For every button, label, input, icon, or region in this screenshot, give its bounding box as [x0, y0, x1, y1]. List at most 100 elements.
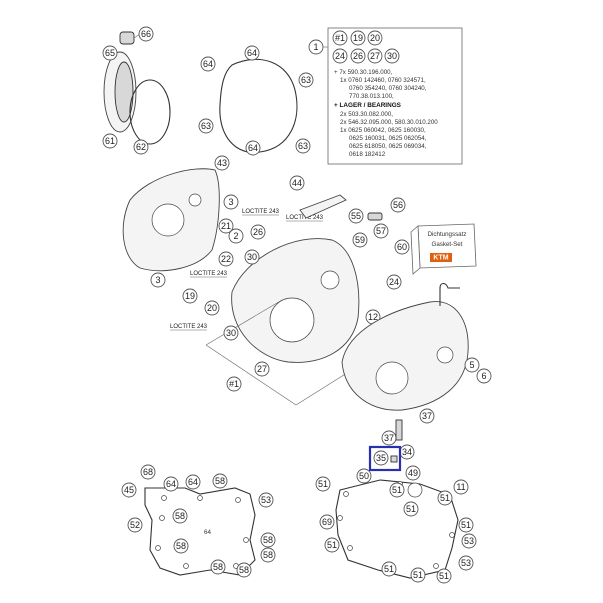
callout-51-a[interactable]: 51 — [315, 476, 331, 492]
callout-68[interactable]: 68 — [140, 464, 156, 480]
highlight-box — [368, 445, 402, 472]
svg-text:5: 5 — [469, 360, 474, 370]
bottom-right-gasket-group: 50 49 51 51 51 11 51 69 51 53 51 51 51 5… — [315, 465, 477, 584]
callout-69[interactable]: 69 — [319, 514, 335, 530]
info-callout-19[interactable]: 19 — [350, 30, 366, 46]
callout-61[interactable]: 61 — [102, 133, 118, 149]
svg-text:#1: #1 — [335, 33, 345, 43]
callout-30-a[interactable]: 30 — [244, 249, 260, 265]
callout-53-a[interactable]: 53 — [258, 492, 274, 508]
svg-text:62: 62 — [136, 142, 146, 152]
callout-30-b[interactable]: 30 — [223, 325, 239, 341]
callout-51-e[interactable]: 51 — [458, 517, 474, 533]
callout-58-f[interactable]: 58 — [210, 559, 226, 575]
callout-34[interactable]: 34 — [399, 444, 415, 460]
callout-58-e[interactable]: 58 — [260, 547, 276, 563]
callout-56[interactable]: 56 — [390, 197, 406, 213]
callout-64-c[interactable]: 64 — [245, 140, 261, 156]
callout-59[interactable]: 59 — [352, 232, 368, 248]
callout-37-a[interactable]: 37 — [419, 408, 435, 424]
callout-51-i[interactable]: 51 — [436, 568, 452, 584]
svg-text:51: 51 — [439, 571, 449, 581]
callout-66[interactable]: 66 — [138, 26, 154, 42]
callout-63-c[interactable]: 63 — [295, 138, 311, 154]
callout-58-a[interactable]: 58 — [212, 473, 228, 489]
clutch-cover-gasket[interactable] — [129, 79, 171, 145]
callout-3-b[interactable]: 3 — [150, 272, 166, 288]
callout-63-a[interactable]: 63 — [298, 72, 314, 88]
callout-53-c[interactable]: 53 — [458, 555, 474, 571]
info-callout-24[interactable]: 24 — [332, 48, 348, 64]
callout-37-b[interactable]: 37 — [381, 430, 397, 446]
highlighted-callout-35[interactable]: 35 — [368, 445, 402, 472]
info-callout-30[interactable]: 30 — [384, 48, 400, 64]
callout-6[interactable]: 6 — [476, 368, 492, 384]
callout-26[interactable]: 26 — [250, 224, 266, 240]
left-case-group: 43 3 21 2 22 3 — [122, 155, 244, 288]
callout-65[interactable]: 65 — [102, 45, 118, 61]
callout-64-d[interactable]: 64 — [163, 476, 179, 492]
callout-24[interactable]: 24 — [386, 274, 402, 290]
callout-45[interactable]: 45 — [121, 482, 137, 498]
info-callout-27[interactable]: 27 — [367, 48, 383, 64]
callout-1-b[interactable]: #1 — [226, 376, 242, 392]
callout-11[interactable]: 11 — [453, 479, 469, 495]
callout-51-c[interactable]: 51 — [437, 490, 453, 506]
ignition-cover-gasket[interactable] — [219, 58, 298, 154]
callout-22[interactable]: 22 — [218, 251, 234, 267]
callout-53-b[interactable]: 53 — [461, 533, 477, 549]
callout-50[interactable]: 50 — [356, 468, 372, 484]
callout-35[interactable]: 35 — [373, 450, 389, 466]
info-callout-20[interactable]: 20 — [367, 30, 383, 46]
shift-lever-part[interactable] — [299, 194, 347, 219]
info-callout-1[interactable]: #1 — [332, 30, 348, 46]
svg-text:53: 53 — [464, 536, 474, 546]
callout-62[interactable]: 62 — [133, 139, 149, 155]
svg-text:51: 51 — [384, 564, 394, 574]
callout-1[interactable]: 1 — [308, 39, 324, 55]
dowel-sleeve[interactable] — [395, 419, 403, 441]
gasket-set-box[interactable]: Dichtungssatz Gasket-Set KTM 60 — [394, 223, 477, 275]
callout-44[interactable]: 44 — [289, 175, 305, 191]
oil-pipe[interactable] — [439, 282, 460, 307]
callout-49[interactable]: 49 — [405, 465, 421, 481]
svg-text:58: 58 — [263, 535, 273, 545]
callout-21[interactable]: 21 — [218, 218, 234, 234]
oil-filler-plug[interactable] — [119, 31, 135, 45]
callout-51-f[interactable]: 51 — [324, 537, 340, 553]
callout-58-c[interactable]: 58 — [173, 538, 189, 554]
clutch-cover-inner — [114, 61, 134, 123]
crankcase-right-half[interactable] — [341, 301, 469, 411]
svg-text:37: 37 — [384, 433, 394, 443]
callout-64-a[interactable]: 64 — [244, 45, 260, 61]
callout-2[interactable]: 2 — [228, 228, 244, 244]
callout-51-g[interactable]: 51 — [381, 561, 397, 577]
info-callout-26[interactable]: 26 — [350, 48, 366, 64]
callout-60[interactable]: 60 — [394, 239, 410, 255]
callout-51-b[interactable]: 51 — [389, 482, 405, 498]
info-line-7: 2x 546.32.095.000, 580.30.010.200 — [340, 119, 438, 126]
callout-58-b[interactable]: 58 — [172, 508, 188, 524]
callout-58-g[interactable]: 58 — [236, 562, 252, 578]
callout-64-e[interactable]: 64 — [185, 474, 201, 490]
callout-51-d[interactable]: 51 — [403, 501, 419, 517]
svg-text:58: 58 — [175, 511, 185, 521]
svg-text:3: 3 — [155, 275, 160, 285]
callout-52[interactable]: 52 — [127, 517, 143, 533]
callout-19[interactable]: 19 — [182, 288, 198, 304]
callout-5[interactable]: 5 — [464, 357, 480, 373]
spring-part[interactable] — [367, 212, 383, 221]
callout-20[interactable]: 20 — [204, 300, 220, 316]
callout-51-h[interactable]: 51 — [410, 567, 426, 583]
callout-57[interactable]: 57 — [373, 223, 389, 239]
callout-63-b[interactable]: 63 — [198, 118, 214, 134]
ktm-logo-badge — [430, 253, 452, 262]
callout-27[interactable]: 27 — [254, 361, 270, 377]
callout-3-a[interactable]: 3 — [223, 194, 239, 210]
info-bearings-heading: + LAGER / BEARINGS — [334, 102, 402, 109]
callout-55[interactable]: 55 — [348, 208, 364, 224]
callout-64-b[interactable]: 64 — [200, 56, 216, 72]
info-line-10: 0625 618050, 0625 069034, — [349, 143, 427, 150]
callout-58-d[interactable]: 58 — [260, 532, 276, 548]
callout-43[interactable]: 43 — [214, 155, 230, 171]
